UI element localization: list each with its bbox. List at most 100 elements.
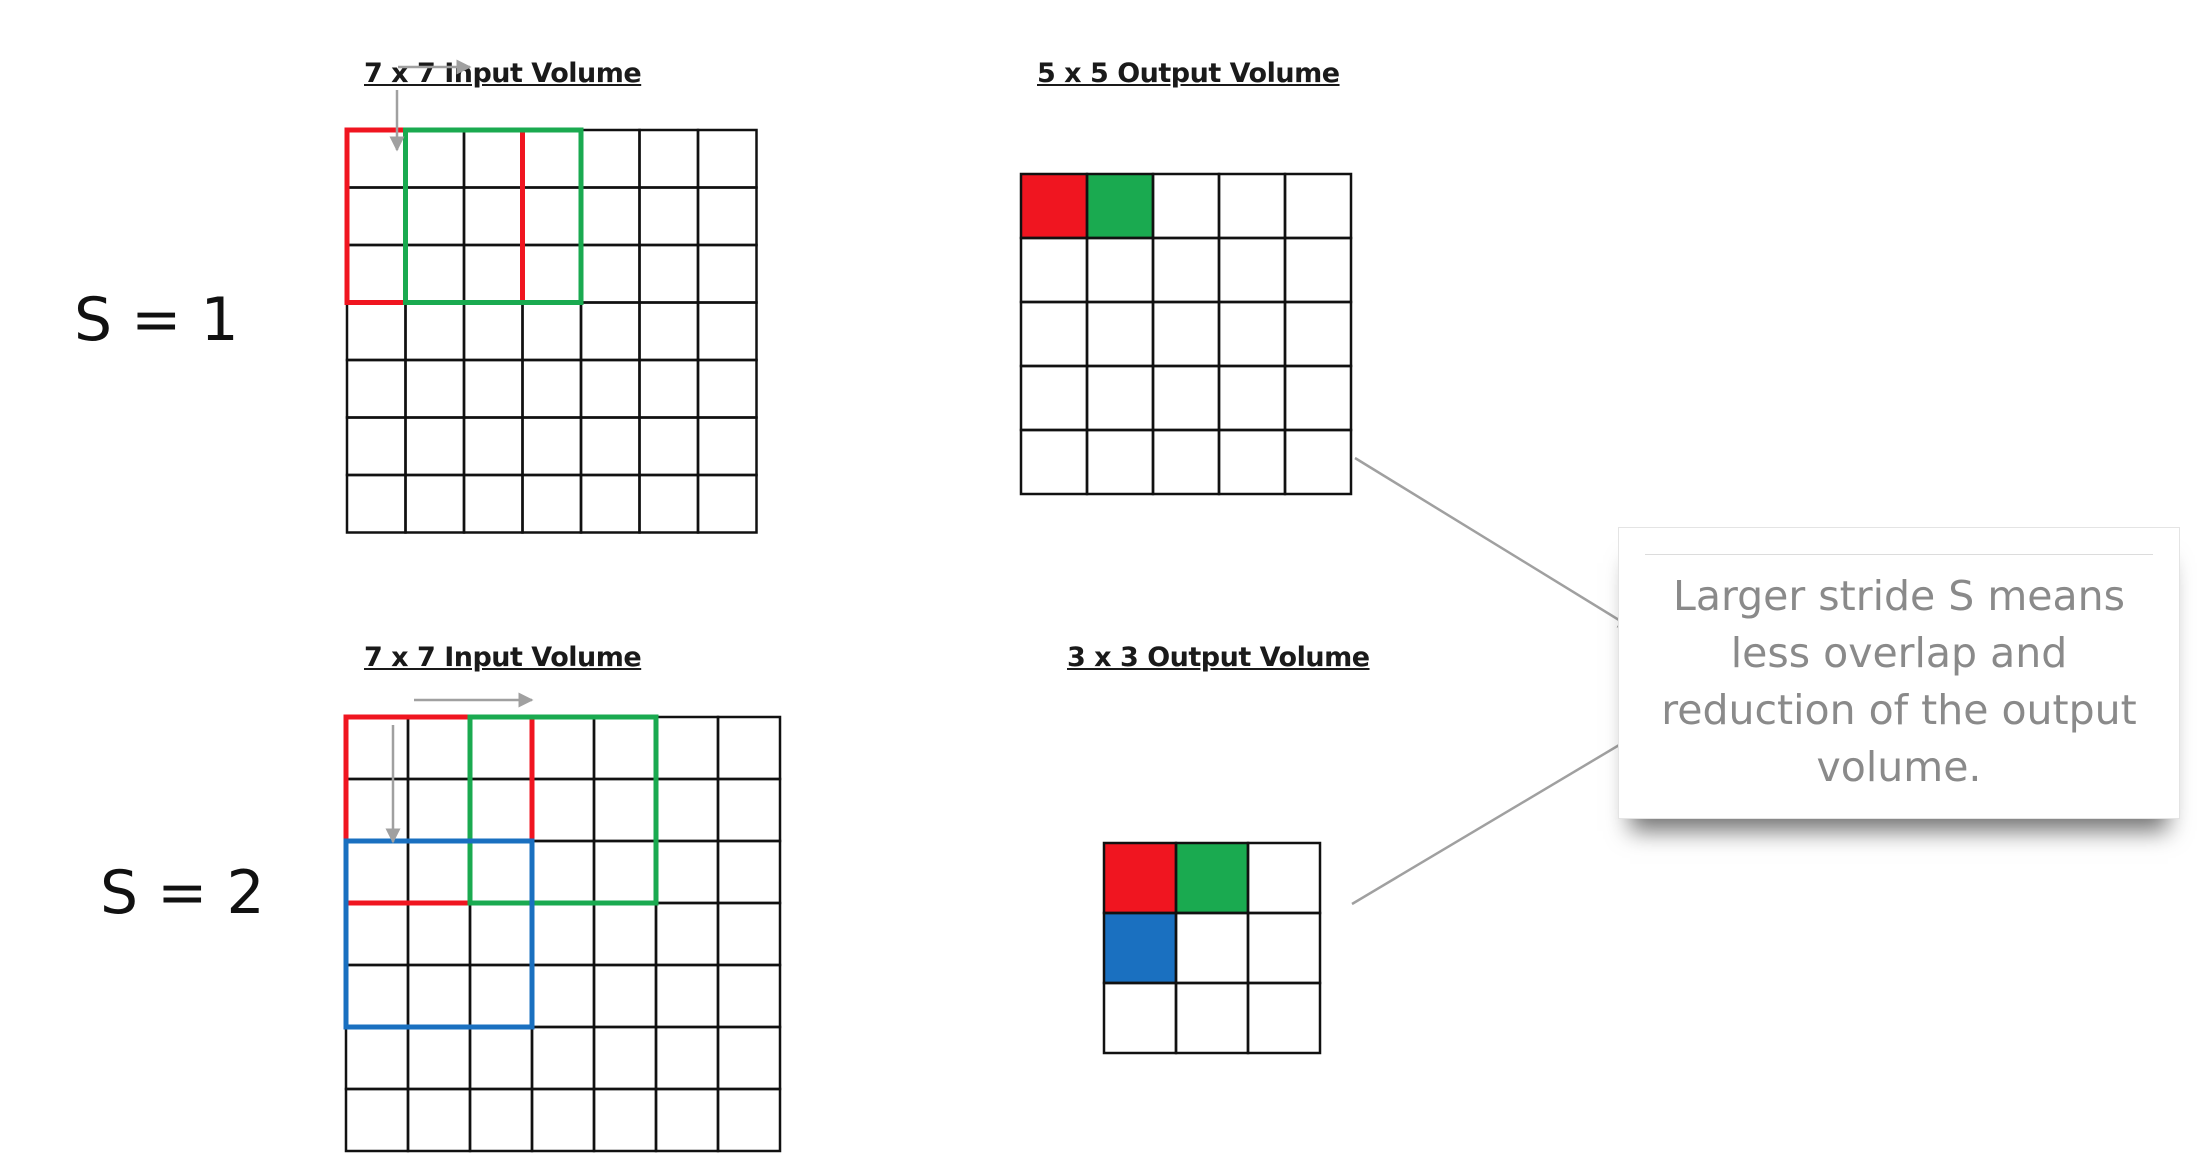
output-grid-s1-cell [1085,364,1155,432]
output-grid-s1-cell [1217,300,1287,368]
output-title-s2: 3 x 3 Output Volume [1067,642,1370,673]
output-grid-s1-cell [1283,172,1353,240]
input-grid-s2-cell [530,839,596,905]
connector-line-s1 [1354,456,1634,630]
input-grid-s1-cell [345,358,407,419]
output-grid-s1-cell [1283,428,1353,496]
output-grid-s1-cell [1151,364,1221,432]
output-grid-s1-cell [1151,236,1221,304]
input-grid-s2-cell [592,963,658,1029]
output-grid-s1-cell [1217,428,1287,496]
output-grid-s1-cell [1019,300,1089,368]
input-grid-s1-cell [462,473,524,534]
input-grid-s2-cell [344,1025,410,1091]
input-grid-s1-cell [345,186,407,247]
input-grid-s2-cell [592,715,658,781]
input-grid-s1-cell [579,186,641,247]
input-grid-s1-cell [579,473,641,534]
input-grid-s1-cell [462,358,524,419]
input-grid-s2-cell [592,901,658,967]
filter-window-blue-s2 [343,838,535,1030]
input-title-s1: 7 x 7 Input Volume [364,58,642,89]
input-grid-s2-cell [530,1025,596,1091]
input-grid-s1-cell [696,301,758,362]
input-grid-s2-cell [406,1087,472,1153]
filter-window-red-s1 [344,127,525,305]
input-grid-s2-cell [344,1087,410,1153]
input-grid-s1-cell [638,186,700,247]
input-grid-s1-cell [696,128,758,189]
input-grid-s2-cell [716,839,782,905]
input-grid-s2-cell [530,777,596,843]
input-grid-s2-cell [654,839,720,905]
input-grid-s1-cell [345,301,407,362]
input-grid-s2-cell [468,839,534,905]
output-grid-s2-filled-cell [1104,913,1176,983]
input-grid-s1-cell [696,473,758,534]
input-grid-s1-cell [696,358,758,419]
input-grid-s2-cell [592,839,658,905]
input-grid-s2-cell [716,963,782,1029]
input-grid-s1-cell [521,243,583,304]
input-grid-s2-cell [406,963,472,1029]
input-grid-s2-cell [592,777,658,843]
input-grid-s1-cell [521,301,583,362]
input-grid-s1-cell [404,243,466,304]
output-grid-s1-cell [1151,300,1221,368]
input-grid-s2-cell [406,901,472,967]
input-grid-s1-cell [579,301,641,362]
output-grid-s1-cell [1283,236,1353,304]
filter-window-red-s2 [343,714,535,906]
output-grid-s2-cell [1102,981,1178,1055]
input-grid-s1-cell [462,186,524,247]
input-grid-s1-cell [638,128,700,189]
input-grid-s1-cell [404,358,466,419]
output-grid-s2-cell [1174,981,1250,1055]
output-grid-s1-cell [1217,236,1287,304]
output-grid-s1-cell [1019,428,1089,496]
input-grid-s2-cell [716,901,782,967]
input-grid-s2-cell [716,777,782,843]
input-grid-s2-cell [344,839,410,905]
input-grid-s1-cell [345,416,407,477]
input-grid-s1-cell [404,301,466,362]
output-grid-s2-cell [1246,981,1322,1055]
input-grid-s2-cell [344,777,410,843]
input-grid-s1-cell [462,416,524,477]
output-grid-s1-filled-cell [1087,174,1153,238]
input-grid-s1-cell [462,243,524,304]
input-grid-s1-cell [579,128,641,189]
stride-label-s1: S = 1 [74,285,239,355]
output-grid-s1-cell [1151,428,1221,496]
input-grid-s1-cell [404,416,466,477]
input-grid-s2-cell [344,715,410,781]
output-grid-s1-cell [1019,364,1089,432]
input-grid-s2-cell [716,1025,782,1091]
output-grid-s2-filled-cell [1176,843,1248,913]
input-grid-s1-cell [404,473,466,534]
output-grid-s1-cell [1019,236,1089,304]
input-grid-s2-cell [654,1025,720,1091]
callout-divider [1645,554,2153,555]
filter-window-green-s2 [467,714,659,906]
input-grid-s1-cell [638,301,700,362]
callout-box: Larger stride S means less overlap and r… [1618,527,2180,819]
input-grid-s2-cell [406,1025,472,1091]
input-grid-s2-cell [468,1087,534,1153]
input-grid-s1-cell [404,186,466,247]
input-grid-s2-cell [530,715,596,781]
input-grid-s2-cell [468,1025,534,1091]
output-grid-s1-cell [1085,236,1155,304]
input-grid-s1-cell [696,243,758,304]
input-grid-s2-cell [406,777,472,843]
input-grid-s1-cell [638,243,700,304]
input-grid-s1-cell [345,243,407,304]
input-grid-s1-cell [345,473,407,534]
input-grid-s2-cell [530,1087,596,1153]
input-grid-s2-cell [654,901,720,967]
output-grid-s2-cell [1174,911,1250,985]
input-grid-s1-cell [638,473,700,534]
output-grid-s2-cell [1246,911,1322,985]
